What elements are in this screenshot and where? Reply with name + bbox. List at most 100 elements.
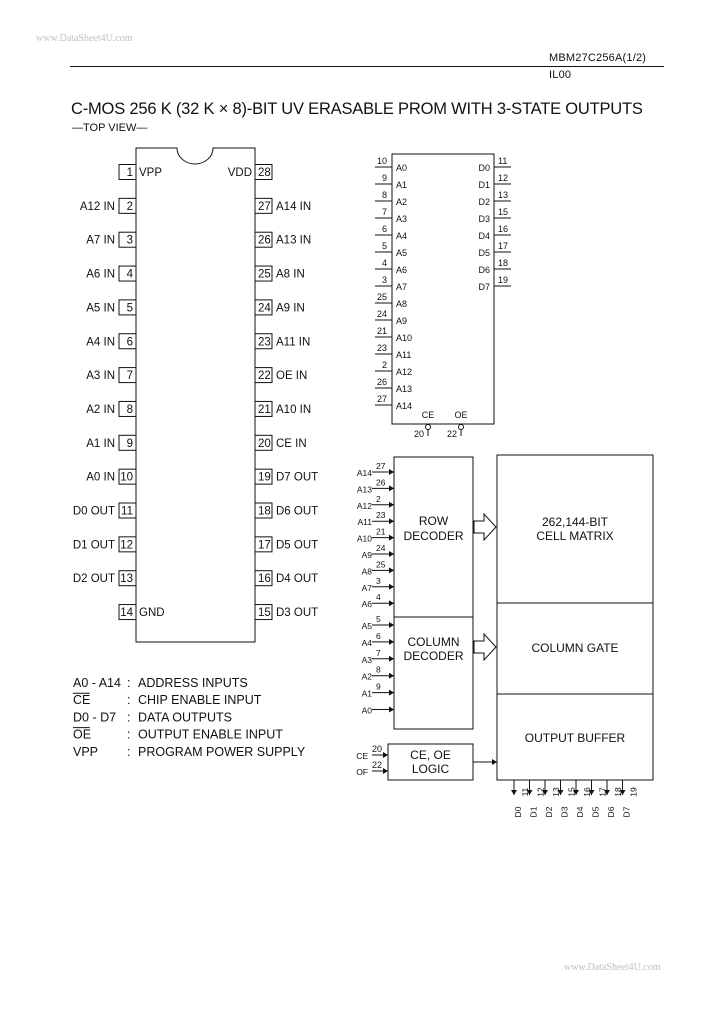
logic-input-pin-number: 21 [377, 326, 387, 336]
pin-name-right: D5 OUT [276, 539, 318, 551]
pin-box-right [254, 164, 273, 180]
control-pin-number: 20 [372, 744, 382, 754]
logic-symbol-box [391, 153, 495, 425]
logic-output-pin-number: 19 [498, 275, 508, 285]
pin-box-left [118, 299, 137, 316]
logic-input-pin-number: 24 [377, 309, 387, 319]
logic-input-name: A4 [396, 231, 407, 241]
logic-input-name: A8 [396, 299, 407, 309]
pin-number-left: 14 [120, 607, 133, 619]
pin-box-left [118, 434, 137, 451]
arrow-down-icon [557, 790, 564, 795]
pin-number-right: 21 [258, 404, 271, 416]
logic-output-name: D5 [478, 248, 490, 258]
arrow-right-icon [389, 469, 394, 475]
row-decoder-label: ROW [419, 514, 449, 528]
legend-symbol: A0 - A14 [73, 676, 121, 690]
pin-name-right: A10 IN [276, 404, 311, 416]
row-address-name: A13 [357, 484, 372, 494]
pin-number-left: 10 [120, 472, 133, 484]
logic-input-name: A12 [396, 367, 412, 377]
pin-name-right: D4 OUT [276, 573, 318, 585]
logic-output-pin-number: 11 [498, 156, 507, 166]
legend-description: DATA OUTPUTS [138, 710, 232, 724]
legend-colon: : [127, 710, 130, 724]
logic-control-name: OE [454, 410, 467, 420]
arrow-right-icon [389, 689, 394, 696]
pin-box-left [118, 197, 137, 214]
pin-number-right: 24 [258, 302, 271, 314]
arrow-right-icon [389, 583, 394, 590]
arrow-right-icon [389, 551, 394, 557]
column-decoder-label: DECODER [403, 649, 463, 663]
pin-box-left [118, 265, 137, 282]
pin-name-left: A5 IN [86, 302, 115, 314]
pin-number-left: 13 [120, 573, 133, 585]
legend-symbol: VPP [73, 745, 98, 759]
pin-name-left: A1 IN [86, 438, 115, 450]
control-pin-number: 22 [372, 760, 382, 770]
arrow-down-icon [511, 790, 517, 795]
row-to-matrix-arrow-icon [473, 512, 497, 542]
logic-input-pin-number: 2 [382, 360, 387, 370]
part-number-header: MBM27C256A(1/2) [549, 52, 647, 64]
data-output-name: D7 [622, 806, 632, 817]
pin-box-right [254, 231, 273, 248]
inversion-bubble [458, 424, 464, 430]
logic-input-name: A6 [396, 265, 407, 275]
row-address-name: A8 [362, 566, 373, 576]
pin-box-left [118, 400, 137, 417]
logic-output-pin-number: 15 [498, 207, 508, 217]
data-output-pin-number: 19 [629, 787, 639, 797]
pin-box-left [118, 333, 137, 350]
output-buffer-label: OUTPUT BUFFER [525, 731, 626, 745]
dip-package-outline [135, 147, 256, 643]
logic-input-pin-number: 3 [382, 275, 387, 285]
pin-name-right: A8 IN [276, 269, 305, 281]
pin-box-right [254, 536, 273, 553]
logic-output-name: D0 [478, 163, 490, 173]
row-address-pin-number: 23 [376, 510, 386, 520]
row-address-pin-number: 26 [376, 477, 386, 487]
pin-number-left: 12 [120, 539, 133, 551]
pin-name-left: A4 IN [86, 336, 115, 348]
pin-name-left: VPP [139, 167, 162, 179]
pin-box-right [254, 604, 273, 621]
pin-number-right: 20 [258, 438, 271, 450]
row-address-pin-number: 27 [376, 461, 386, 471]
legend-description: OUTPUT ENABLE INPUT [138, 728, 283, 742]
row-address-name: A6 [362, 599, 373, 609]
column-address-name: A3 [362, 655, 373, 665]
pin-box-right [254, 570, 273, 587]
pin-number-right: 18 [258, 506, 271, 518]
pin-name-right: D6 OUT [276, 506, 318, 518]
arrow-right-icon [492, 759, 497, 765]
pin-name-left: A7 IN [86, 235, 115, 247]
data-output-name: D2 [544, 806, 554, 817]
arrow-right-icon [389, 706, 394, 713]
pin-name-left: A12 IN [80, 201, 115, 213]
logic-output-pin-number: 17 [498, 241, 508, 251]
arrow-down-icon [604, 790, 610, 795]
column-gate-label: COLUMN GATE [531, 641, 618, 655]
pin-number-left: 4 [127, 269, 134, 281]
column-address-name: A1 [362, 689, 373, 699]
pin-box-right [254, 468, 273, 485]
logic-input-pin-number: 23 [377, 343, 387, 353]
data-output-name: D1 [529, 806, 539, 817]
pin-name-left: A6 IN [86, 269, 115, 281]
arrow-right-icon [389, 672, 394, 679]
pin-box-left [118, 231, 137, 248]
pin-box-left [118, 536, 137, 553]
pin-number-left: 8 [127, 404, 133, 416]
row-address-pin-number: 4 [376, 592, 381, 602]
pin-name-left: GND [139, 607, 165, 619]
logic-output-name: D1 [478, 180, 490, 190]
pin-box-left [118, 367, 137, 384]
cell-matrix-label: CELL MATRIX [536, 529, 613, 543]
logic-input-pin-number: 4 [382, 258, 387, 268]
pin-number-left: 9 [127, 438, 133, 450]
pin-box-right [254, 299, 273, 316]
header-rule [70, 66, 664, 67]
pin-number-right: 27 [258, 201, 271, 213]
